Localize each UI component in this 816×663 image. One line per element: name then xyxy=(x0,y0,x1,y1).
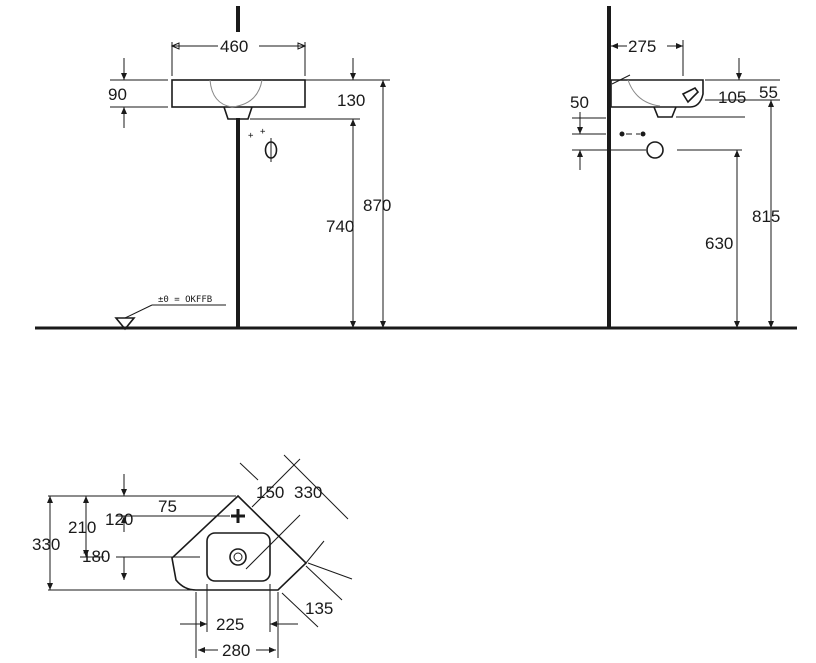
plan-bowl xyxy=(206,532,271,582)
side-waste-outlet xyxy=(646,141,664,159)
side-depth-label: 275 xyxy=(628,37,656,56)
plan-tap-position-label: 120 xyxy=(105,510,133,529)
plan-overall-depth-label: 330 xyxy=(32,535,60,554)
plan-overall-width-label: 280 xyxy=(222,641,250,660)
side-outlet-height-label: 630 xyxy=(705,234,733,253)
front-view: + + 460 90 130 740 870 xyxy=(35,6,797,331)
floor-reference-label: ±0 = OKFFB xyxy=(158,295,212,305)
svg-text:+: + xyxy=(248,131,254,141)
front-bowl-outline xyxy=(209,79,263,108)
side-drain xyxy=(653,106,677,118)
plan-diagonal-inner-label: 150 xyxy=(256,483,284,502)
side-basin-body xyxy=(610,79,704,108)
plan-bowl-depth-label: 180 xyxy=(82,547,110,566)
side-rim-thickness-label: 55 xyxy=(759,83,778,102)
front-basin-body xyxy=(171,79,306,108)
front-basin-height-label: 90 xyxy=(108,85,127,104)
side-tap-offset-label: 50 xyxy=(570,93,589,112)
plan-drain-outer xyxy=(229,548,247,566)
side-bowl-outline xyxy=(627,79,661,107)
plan-drain-position-label: 210 xyxy=(68,518,96,537)
plan-bowl-width-label: 225 xyxy=(216,615,244,634)
front-rim-height-label: 870 xyxy=(363,196,391,215)
front-outlet-height-label: 740 xyxy=(326,217,354,236)
plan-diagonal-outer-label: 330 xyxy=(294,483,322,502)
plan-view: 330 210 120 75 180 150 330 135 xyxy=(32,454,353,660)
plan-basin-outline xyxy=(171,494,308,591)
front-width-label: 460 xyxy=(220,37,248,56)
plan-side-length-label: 135 xyxy=(305,599,333,618)
svg-text:+: + xyxy=(260,127,266,137)
side-rim-height-label: 815 xyxy=(752,207,780,226)
side-drain-depth-label: 105 xyxy=(718,88,746,107)
side-tap xyxy=(681,86,700,104)
plan-tap-offset-label: 75 xyxy=(158,497,177,516)
side-view: 275 50 105 55 630 815 xyxy=(570,6,780,328)
plan-drain-inner xyxy=(233,552,243,562)
front-drain xyxy=(223,106,253,120)
front-drain-drop-label: 130 xyxy=(337,91,365,110)
plan-tap-hole xyxy=(231,509,245,523)
